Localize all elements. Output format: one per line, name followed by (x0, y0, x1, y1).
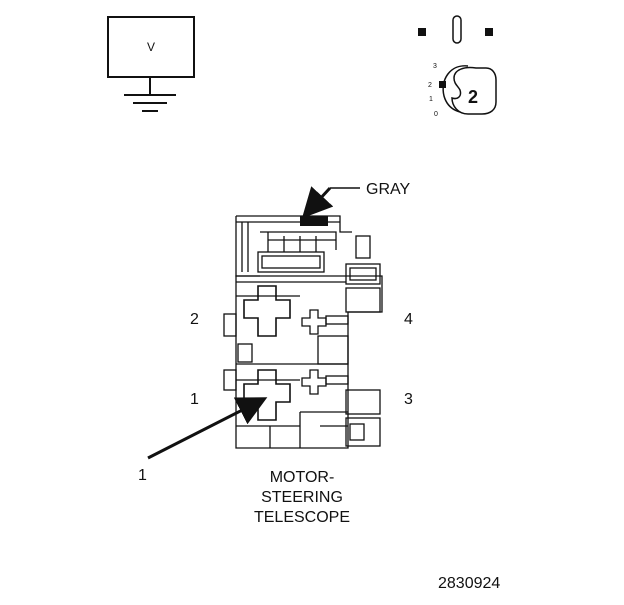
ignition-switch-icon: 3 2 1 0 2 (418, 15, 497, 118)
voltmeter-symbol: V (107, 16, 195, 94)
connector-name-line-3: TELESCOPE (254, 509, 350, 526)
connector-name-line-2: STEERING (261, 489, 343, 506)
pin-2-label: 2 (190, 311, 199, 328)
wire-color-label: GRAY (366, 181, 410, 198)
ignition-position-2: 2 (428, 82, 432, 89)
pin-pointer-arrow (147, 397, 268, 460)
ignition-position-1: 1 (429, 96, 433, 103)
connector-name-line-1: MOTOR- (270, 469, 335, 486)
pin-3-label: 3 (404, 391, 413, 408)
ignition-key-position: 2 (468, 87, 478, 107)
voltmeter-label: V (147, 40, 155, 54)
wire-color-arrow (301, 186, 360, 219)
pointer-pin-label: 1 (138, 467, 147, 484)
connector-face (223, 215, 383, 449)
ignition-position-3: 3 (433, 63, 437, 70)
figure-id: 2830924 (438, 575, 500, 592)
ground-icon (124, 94, 176, 112)
pin-4-label: 4 (404, 311, 413, 328)
pin-1-label: 1 (190, 391, 199, 408)
ignition-position-0: 0 (434, 111, 438, 118)
